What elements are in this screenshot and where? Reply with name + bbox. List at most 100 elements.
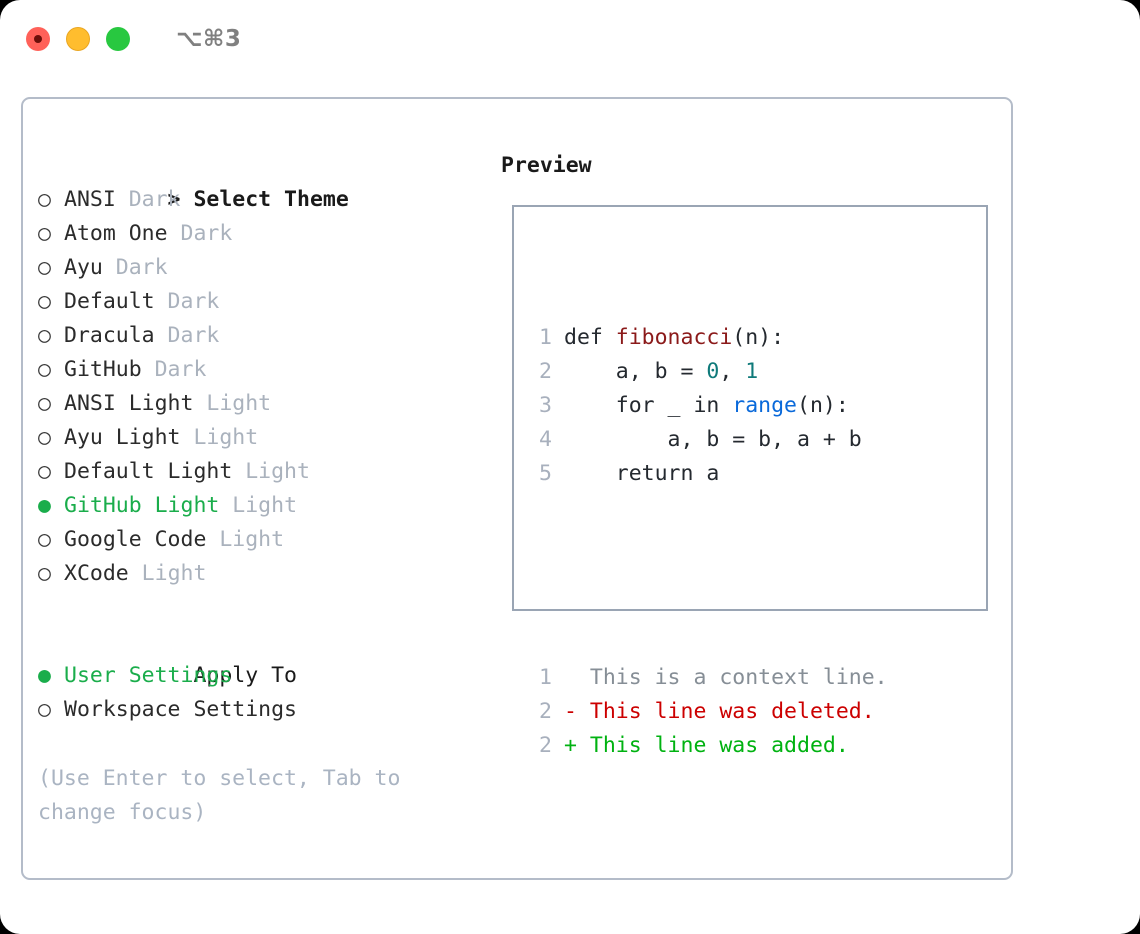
theme-item-ayu-light[interactable]: ○ Ayu Light Light <box>38 421 478 455</box>
apply-to-header: Apply To <box>38 625 478 688</box>
radio-unselected-icon: ○ <box>38 221 51 246</box>
radio-unselected-icon: ○ <box>38 187 51 212</box>
theme-item-ansi-light[interactable]: ○ANSI Light Light <box>38 387 478 421</box>
list-spacer <box>38 591 478 625</box>
theme-item-label: Ayu Light <box>64 425 181 450</box>
theme-item-category: Light <box>206 527 285 552</box>
title-bar: ⌥⌘3 <box>0 0 1140 78</box>
theme-item-default[interactable]: ○Default Dark <box>38 285 478 319</box>
theme-item-category: Light <box>219 493 298 518</box>
theme-item-label: XCode <box>64 561 129 586</box>
diff-line-text: + This line was added. <box>564 733 849 758</box>
theme-item-google-code[interactable]: ○ Google Code Light <box>38 523 478 557</box>
close-icon <box>34 35 42 43</box>
line-number: 4 <box>539 427 552 452</box>
preview-column: Preview <box>501 149 981 183</box>
diff-line-del: 2- This line was deleted. <box>532 695 986 729</box>
diff-line-ctx: 1 This is a context line. <box>532 661 986 695</box>
radio-selected-icon: ● <box>38 493 51 518</box>
theme-item-ansi[interactable]: ○ ANSI Dark <box>38 183 478 217</box>
theme-item-label: ANSI <box>64 187 116 212</box>
code-token-plain: for _ in <box>564 393 733 418</box>
apply-to-item-workspace-settings[interactable]: ○Workspace Settings <box>38 693 478 727</box>
code-diff-spacer <box>532 559 986 593</box>
traffic-lights <box>26 27 130 51</box>
theme-item-category: Light <box>232 459 310 484</box>
code-token-func: fibonacci <box>615 325 733 350</box>
theme-item-label: ANSI Light <box>64 391 194 416</box>
caret-icon: > <box>167 187 181 212</box>
theme-item-category: Light <box>180 425 259 450</box>
code-token-plain: (n): <box>732 325 785 350</box>
code-token-plain: a, b = <box>564 359 707 384</box>
code-token-num: 0 <box>706 359 720 384</box>
line-number: 3 <box>539 393 552 418</box>
theme-item-category: Dark <box>102 255 168 280</box>
theme-item-category: Dark <box>141 357 207 382</box>
theme-item-category: Dark <box>115 187 181 212</box>
keyboard-shortcut-label: ⌥⌘3 <box>176 26 242 52</box>
preview-title: Preview <box>501 153 592 178</box>
theme-item-label: Google Code <box>64 527 207 552</box>
code-token-plain: a, b = b, a + b <box>564 427 862 452</box>
code-line: 4 a, b = b, a + b <box>532 423 986 457</box>
radio-unselected-icon: ○ <box>38 425 51 450</box>
theme-item-ayu[interactable]: ○ Ayu Dark <box>38 251 478 285</box>
radio-selected-icon: ● <box>38 663 51 688</box>
apply-to-item-user-settings[interactable]: ● User Settings <box>38 659 478 693</box>
theme-item-atom-one[interactable]: ○Atom One Dark <box>38 217 478 251</box>
close-button[interactable] <box>26 27 50 51</box>
code-line: 2 a, b = 0, 1 <box>532 355 986 389</box>
code-token-plain: (n): <box>797 393 849 418</box>
theme-item-category: Dark <box>154 323 220 348</box>
apply-to-item-label: Workspace Settings <box>64 697 297 722</box>
theme-item-default-light[interactable]: ○ Default Light Light <box>38 455 478 489</box>
theme-item-category: Light <box>128 561 207 586</box>
radio-unselected-icon: ○ <box>38 357 51 382</box>
theme-item-category: Light <box>193 391 272 416</box>
keyboard-hint: (Use Enter to select, Tab to change focu… <box>38 766 401 825</box>
radio-unselected-icon: ○ <box>38 527 51 552</box>
radio-unselected-icon: ○ <box>38 255 51 280</box>
theme-selector-column: >Select Theme ○ANSI Dark○Atom One Dark○A… <box>38 149 478 727</box>
theme-item-label: GitHub <box>64 357 142 382</box>
line-number: 2 <box>539 699 552 724</box>
code-line: 5 return a <box>532 457 986 491</box>
line-number: 5 <box>539 461 552 486</box>
theme-item-xcode[interactable]: ○ XCode Light <box>38 557 478 591</box>
code-token-builtin: range <box>732 393 798 418</box>
code-token-plain: , <box>719 359 746 384</box>
radio-unselected-icon: ○ <box>38 459 51 484</box>
theme-item-label: Default Light <box>64 459 233 484</box>
theme-item-category: Dark <box>167 221 233 246</box>
radio-unselected-icon: ○ <box>38 323 51 348</box>
code-token-plain: def <box>564 325 616 350</box>
radio-unselected-icon: ○ <box>38 561 51 586</box>
radio-unselected-icon: ○ <box>38 289 51 314</box>
line-number: 2 <box>539 733 552 758</box>
theme-item-github[interactable]: ○ GitHub Dark <box>38 353 478 387</box>
apply-to-list: ● User Settings ○Workspace Settings <box>38 659 478 727</box>
main-panel: >Select Theme ○ANSI Dark○Atom One Dark○A… <box>21 97 1013 880</box>
diff-block: 1 This is a context line.2- This line wa… <box>532 661 986 763</box>
line-number: 1 <box>539 665 552 690</box>
theme-item-label: GitHub Light <box>64 493 220 518</box>
theme-item-dracula[interactable]: ○Dracula Dark <box>38 319 478 353</box>
theme-list-header: > Select Theme <box>38 149 478 212</box>
code-line: 3 for _ in range(n): <box>532 389 986 423</box>
theme-list-header-label: Select Theme <box>193 187 349 212</box>
theme-list: ○ANSI Dark○Atom One Dark○Ayu Dark○Defaul… <box>38 183 478 591</box>
theme-item-category: Dark <box>154 289 220 314</box>
minimize-button[interactable] <box>66 27 90 51</box>
diff-line-add: 2 + This line was added. <box>532 729 986 763</box>
apply-to-header-label: Apply To <box>193 663 298 688</box>
apply-to-item-label: User Settings <box>64 663 233 688</box>
theme-item-github-light[interactable]: ● GitHub Light Light <box>38 489 478 523</box>
maximize-button[interactable] <box>106 27 130 51</box>
theme-item-label: Ayu <box>64 255 103 280</box>
